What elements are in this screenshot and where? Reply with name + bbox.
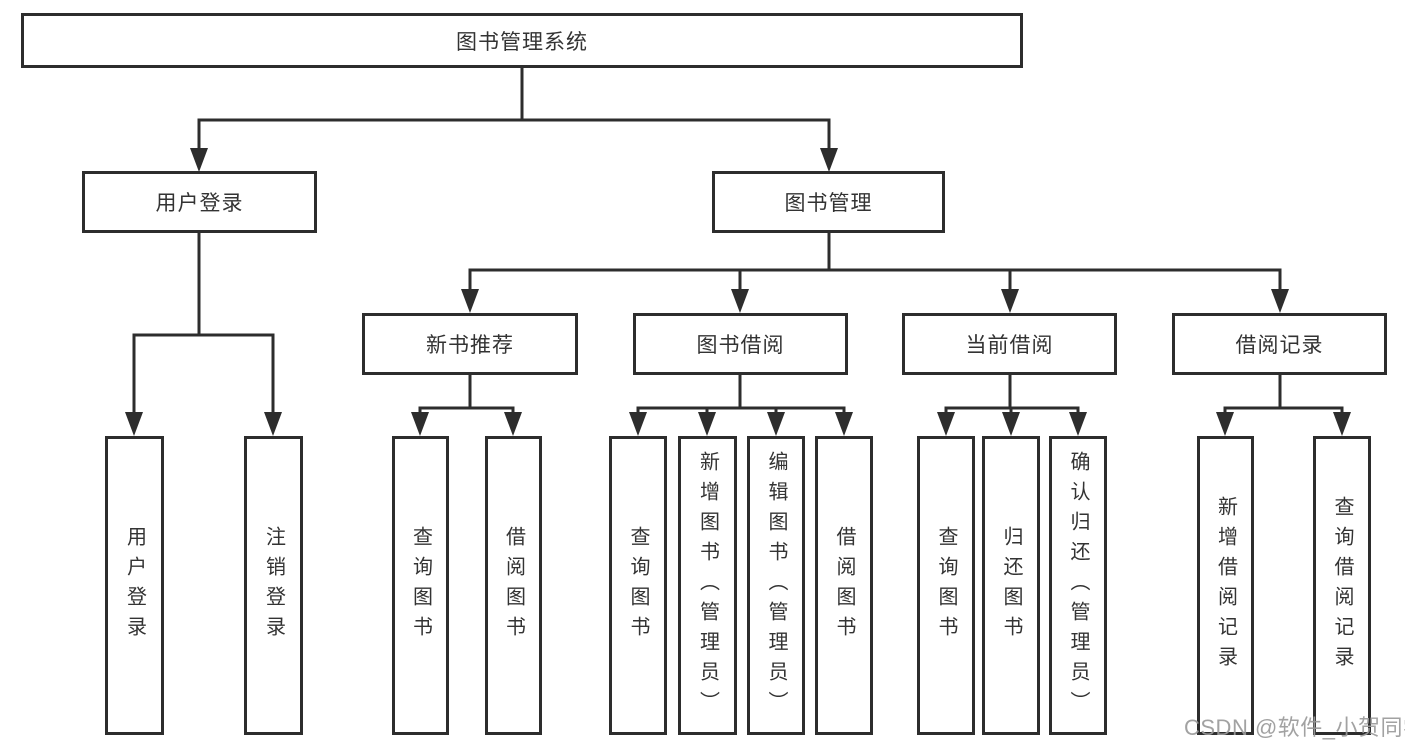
leaf-add-books-admin-label: 新增图书（管理员） bbox=[696, 450, 719, 721]
node-current-borrowing: 当前借阅 bbox=[902, 313, 1117, 375]
leaf-confirm-return-admin: 确认归还（管理员） bbox=[1049, 436, 1107, 735]
node-book-management: 图书管理 bbox=[712, 171, 945, 233]
node-book-borrowing-label: 图书借阅 bbox=[696, 334, 785, 357]
leaf-add-borrow-record-label: 新增借阅记录 bbox=[1214, 495, 1237, 676]
node-book-management-label: 图书管理 bbox=[784, 192, 873, 215]
leaf-query-books-newbook: 查询图书 bbox=[392, 436, 449, 735]
node-system-root-label: 图书管理系统 bbox=[456, 30, 588, 54]
node-borrowing-records: 借阅记录 bbox=[1172, 313, 1387, 375]
node-book-borrowing: 图书借阅 bbox=[633, 313, 848, 375]
node-system-root: 图书管理系统 bbox=[21, 13, 1023, 68]
connector-arrowheads bbox=[125, 148, 1351, 436]
node-new-book-recommend-label: 新书推荐 bbox=[426, 334, 514, 357]
leaf-query-borrow-record: 查询借阅记录 bbox=[1313, 436, 1371, 735]
leaf-query-books-current-label: 查询图书 bbox=[935, 525, 957, 646]
node-current-borrowing-label: 当前借阅 bbox=[965, 334, 1054, 357]
leaf-query-books-borrow-label: 查询图书 bbox=[627, 525, 649, 646]
leaf-return-books-label: 归还图书 bbox=[1000, 525, 1022, 646]
leaf-borrow-books-label: 借阅图书 bbox=[833, 525, 855, 646]
leaf-edit-books-admin: 编辑图书（管理员） bbox=[747, 436, 805, 735]
csdn-watermark: CSDN @软件_小贺同学 bbox=[1184, 715, 1405, 740]
leaf-edit-books-admin-label: 编辑图书（管理员） bbox=[765, 450, 787, 721]
leaf-borrow-books-newbook-label: 借阅图书 bbox=[502, 525, 525, 646]
leaf-confirm-return-admin-label: 确认归还（管理员） bbox=[1067, 450, 1089, 721]
leaf-borrow-books: 借阅图书 bbox=[815, 436, 873, 735]
node-new-book-recommend: 新书推荐 bbox=[362, 313, 578, 375]
leaf-user-login-label: 用户登录 bbox=[123, 525, 146, 646]
node-borrowing-records-label: 借阅记录 bbox=[1235, 334, 1324, 357]
leaf-query-borrow-record-label: 查询借阅记录 bbox=[1331, 495, 1353, 676]
node-user-login: 用户登录 bbox=[82, 171, 317, 233]
connector-segments bbox=[132, 68, 1344, 414]
leaf-query-books-current: 查询图书 bbox=[917, 436, 975, 735]
leaf-logout: 注销登录 bbox=[244, 436, 303, 735]
node-user-login-label: 用户登录 bbox=[155, 192, 244, 215]
leaf-add-borrow-record: 新增借阅记录 bbox=[1197, 436, 1254, 735]
leaf-add-books-admin: 新增图书（管理员） bbox=[678, 436, 737, 735]
leaf-logout-label: 注销登录 bbox=[262, 525, 285, 646]
leaf-borrow-books-newbook: 借阅图书 bbox=[485, 436, 542, 735]
leaf-query-books-newbook-label: 查询图书 bbox=[409, 525, 432, 646]
leaf-user-login: 用户登录 bbox=[105, 436, 164, 735]
leaf-query-books-borrow: 查询图书 bbox=[609, 436, 667, 735]
leaf-return-books: 归还图书 bbox=[982, 436, 1040, 735]
